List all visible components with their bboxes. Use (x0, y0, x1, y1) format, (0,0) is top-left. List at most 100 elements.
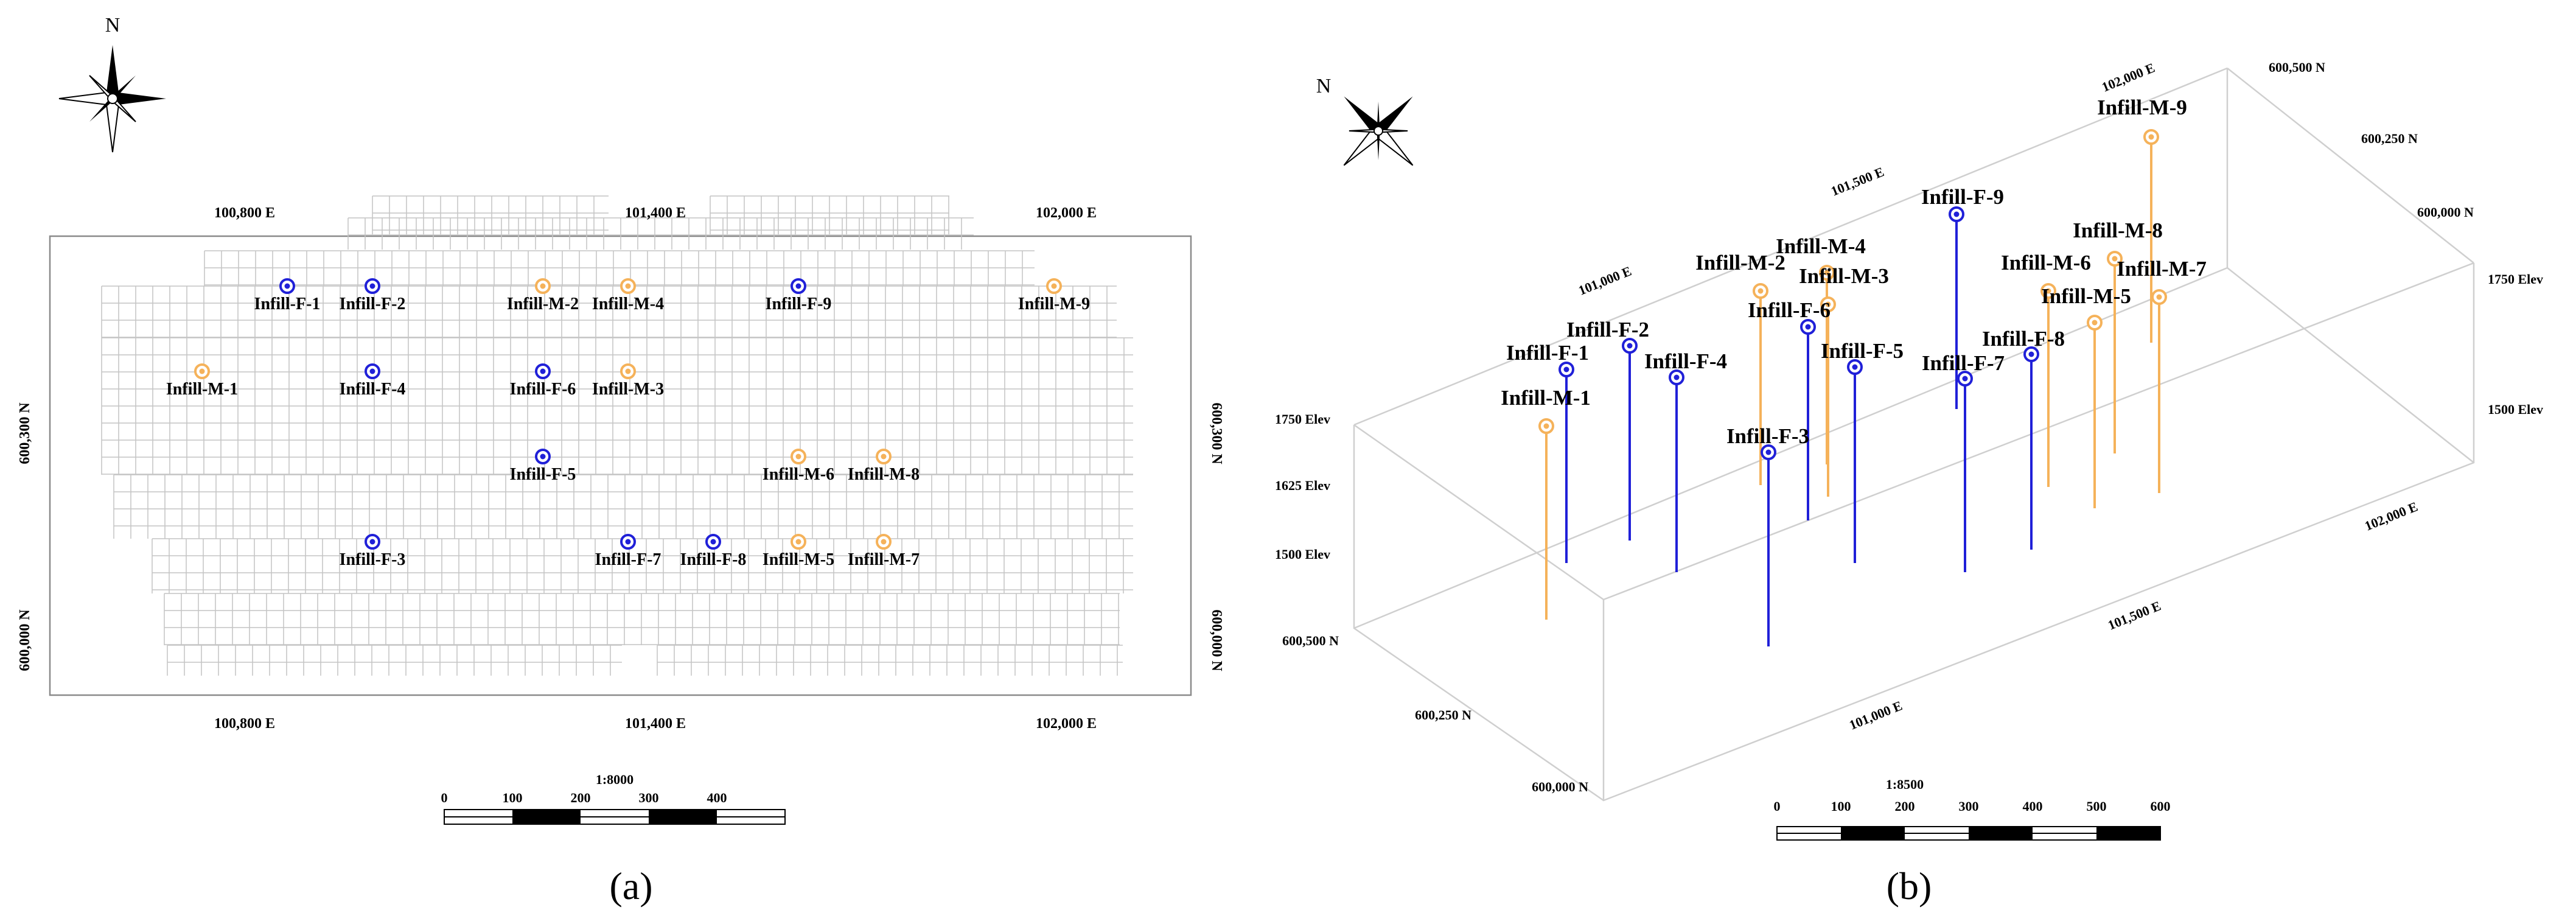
well-trace: Infill-F-5 (1821, 339, 1904, 563)
well-label: Infill-F-4 (340, 380, 406, 399)
well-trace: Infill-F-2 (1566, 318, 1649, 541)
well-dot (540, 368, 546, 374)
well-marker: Infill-M-8 (848, 449, 920, 484)
scale-label: 600 (2151, 799, 2171, 814)
north-arrow-icon (58, 45, 166, 153)
well-trace: Infill-M-1 (1501, 386, 1591, 620)
well-dot (1962, 376, 1968, 382)
well-label: Infill-M-4 (592, 295, 664, 313)
scale-ratio: 1:8000 (596, 772, 634, 787)
well-dot (369, 368, 375, 374)
elev-left: 1500 Elev (1275, 547, 1330, 562)
n-tick-right: 600,500 N (2269, 60, 2325, 75)
well-marker: Infill-M-9 (1018, 278, 1090, 313)
well-dot (2148, 134, 2154, 140)
e-tick-top: 101,500 E (1829, 164, 1886, 199)
well-marker: Infill-M-4 (592, 278, 664, 313)
well-marker: Infill-M-3 (592, 363, 664, 399)
well-marker: Infill-M-7 (848, 534, 920, 569)
well-dot (1051, 283, 1057, 289)
well-dot (1852, 364, 1858, 370)
well-dot (625, 368, 631, 374)
x-tick-bottom: 101,400 E (625, 716, 686, 732)
n-tick-left: 600,500 N (1282, 633, 1339, 648)
well-trace: Infill-M-2 (1695, 251, 1785, 485)
scale-ratio: 1:8500 (1886, 777, 1924, 792)
well-dot (369, 539, 375, 545)
e-tick-top: 101,000 E (1576, 263, 1633, 298)
bounding-box (1353, 67, 2475, 802)
well-marker: Infill-F-1 (254, 278, 321, 313)
elev-right: 1500 Elev (2488, 402, 2543, 417)
well-dot (625, 539, 631, 545)
elev-left: 1625 Elev (1275, 478, 1330, 493)
well-label: Infill-F-8 (1982, 327, 2065, 351)
well-dot (284, 283, 290, 289)
well-label: Infill-F-5 (510, 465, 576, 484)
well-label: Infill-M-7 (2117, 257, 2207, 281)
well-markers: Infill-F-1 Infill-F-2 Infill-M-2 Infill-M-4… (166, 278, 1090, 569)
well-dot (795, 453, 801, 460)
well-trace: Infill-F-9 (1921, 185, 2004, 409)
well-label: Infill-M-8 (848, 465, 920, 484)
scale-label: 300 (1959, 799, 1979, 814)
elev-left: 1750 Elev (1275, 411, 1330, 427)
well-label: Infill-F-3 (1726, 424, 1809, 448)
well-label: Infill-F-7 (1922, 351, 2005, 375)
well-label: Infill-F-9 (766, 295, 832, 313)
well-trace: Infill-M-7 (2117, 257, 2207, 493)
well-label: Infill-F-1 (254, 295, 321, 313)
scale-label: 0 (1774, 799, 1781, 814)
well-label: Infill-M-9 (1018, 295, 1090, 313)
well-label: Infill-F-6 (510, 380, 576, 399)
well-dot (2112, 256, 2118, 262)
well-label: Infill-M-2 (507, 295, 579, 313)
north-label: N (105, 14, 120, 37)
well-label: Infill-M-4 (1776, 234, 1866, 258)
scale-label: 200 (571, 790, 591, 805)
well-label: Infill-M-9 (2097, 96, 2187, 119)
well-label: Infill-M-5 (763, 550, 834, 569)
well-marker: Infill-F-9 (766, 278, 832, 313)
north-label: N (1316, 75, 1332, 97)
well-dot (1805, 324, 1811, 330)
scale-label: 300 (639, 790, 659, 805)
y-tick-left: 600,000 N (17, 609, 33, 671)
well-dot (625, 283, 631, 289)
well-dot (2092, 320, 2098, 326)
scale-label: 0 (441, 790, 448, 805)
well-label: Infill-M-6 (763, 465, 834, 484)
well-label: Infill-M-3 (1799, 264, 1889, 288)
panel-b-3d-view: N 101,000 E 101,500 E 102,000 E 600,500 … (1275, 60, 2543, 908)
well-dot (795, 283, 801, 289)
panel-a-plan-view: N 100,800 E 101,400 E 102,000 E 100,800 … (17, 14, 1224, 908)
x-tick-top: 102,000 E (1036, 205, 1097, 221)
e-tick-bottom: 102,000 E (2362, 499, 2420, 534)
well-dot (881, 539, 887, 545)
elev-right: 1750 Elev (2488, 271, 2543, 287)
well-label: Infill-F-2 (340, 295, 406, 313)
well-dot (1627, 343, 1633, 349)
well-dot (2045, 288, 2051, 294)
axis-labels: 101,000 E 101,500 E 102,000 E 600,500 N … (1275, 60, 2543, 794)
x-axis-top: 100,800 E 101,400 E 102,000 E (214, 205, 1097, 221)
scale-label: 400 (707, 790, 727, 805)
well-dot (2156, 294, 2162, 300)
well-traces: Infill-M-9Infill-F-9Infill-M-8Infill-M-4… (1501, 96, 2207, 646)
well-dot (1757, 288, 1764, 294)
well-label: Infill-F-7 (595, 550, 661, 569)
well-dot (540, 453, 546, 460)
well-trace: Infill-M-5 (2041, 284, 2131, 508)
scale-label: 200 (1895, 799, 1915, 814)
scale-bar: 1:8500 0 100 200 300 400 500 600 (1774, 777, 2171, 841)
well-dot (1674, 374, 1680, 380)
n-tick-right: 600,000 N (2417, 205, 2474, 220)
n-tick-right: 600,250 N (2361, 131, 2418, 146)
scale-bar: 1:8000 0 100 200 300 400 (441, 772, 786, 825)
scale-label: 100 (1831, 799, 1851, 814)
panel-a-caption: (a) (609, 864, 652, 908)
y-tick-left: 600,300 N (17, 402, 33, 464)
y-tick-right: 600,000 N (1209, 609, 1224, 671)
scale-label: 100 (503, 790, 523, 805)
map-frame (49, 235, 1192, 696)
